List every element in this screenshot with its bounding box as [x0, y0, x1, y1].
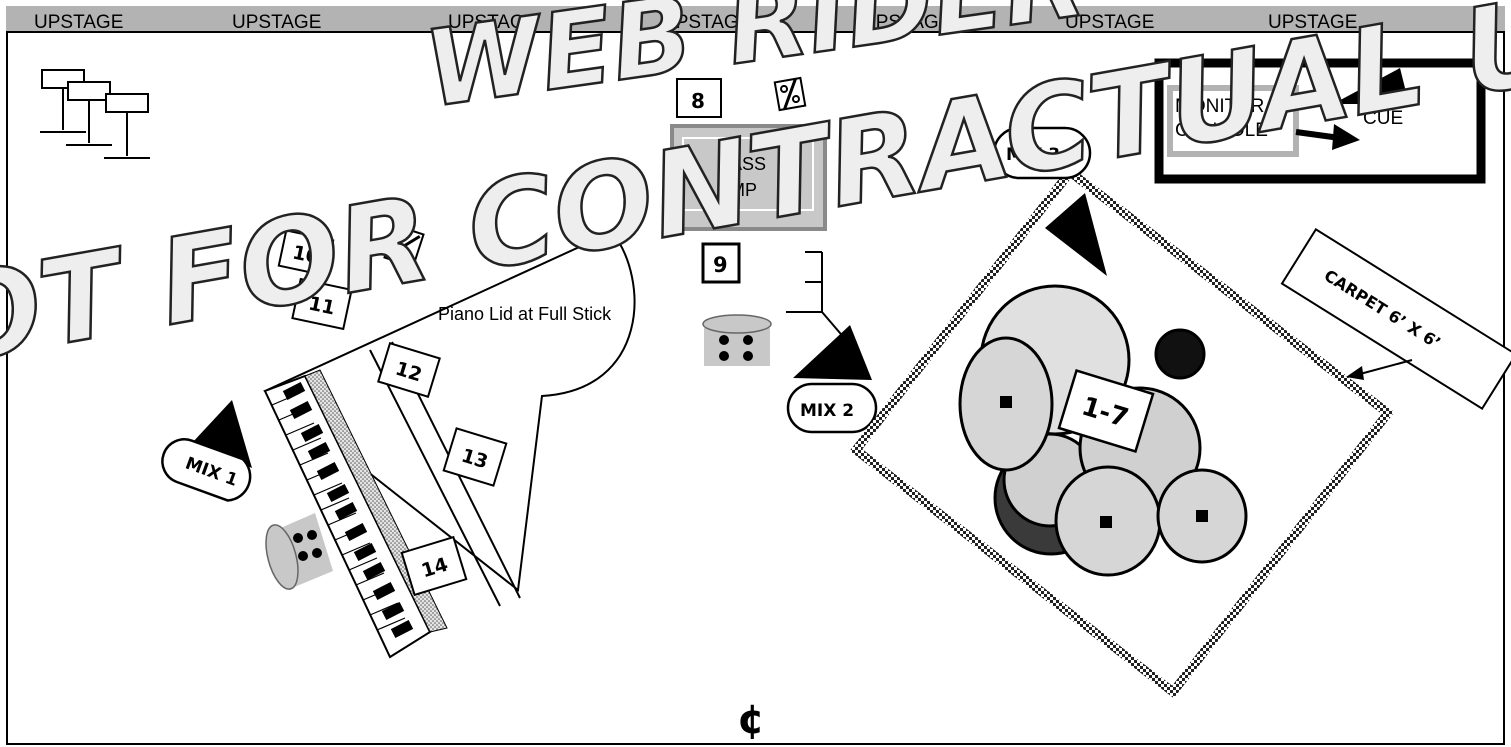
upstage-label: UPSTAGE [34, 12, 123, 33]
mix-3-wedge-icon [1045, 193, 1107, 276]
input-9: 9 [701, 242, 741, 284]
piano-lid-note: Piano Lid at Full Stick [438, 304, 612, 324]
mix-2-tag: MIX 2 [786, 382, 878, 434]
centerline-mark: ¢ [737, 697, 765, 743]
input-11-label: 11 [307, 292, 337, 319]
mix-1-wedge-icon [192, 400, 252, 468]
music-stands-icon [40, 69, 150, 159]
di-box-icon [773, 76, 807, 112]
mic-clip-icon [1100, 516, 1112, 528]
upstage-label: UPSTAGE [1268, 12, 1357, 33]
upstage-band [6, 6, 1505, 33]
mix-2-label: MIX 2 [800, 401, 854, 421]
input-8-label: 8 [691, 89, 705, 113]
bass-amp-label-2: AMP [718, 180, 757, 200]
di-box-icon [383, 223, 425, 269]
mic-clip-icon [1000, 396, 1012, 408]
input-13: 13 [442, 427, 508, 487]
mix-2-wedge-icon [793, 325, 872, 380]
mic-stand-icon [786, 251, 847, 341]
upstage-label: UPSTAGE [862, 12, 951, 33]
input-11: 11 [291, 277, 353, 331]
monitor-console-label-1: MONITOR [1175, 96, 1264, 117]
upstage-label: UPSTAGE [232, 12, 321, 33]
mix-1-tag: MIX 1 [161, 438, 252, 502]
upstage-label: UPSTAGE [448, 12, 537, 33]
stool-icon [702, 314, 772, 366]
bass-amp-label-1: BASS [718, 154, 766, 174]
input-14: 14 [400, 535, 468, 597]
input-10: 10 [277, 229, 335, 277]
upstage-labels: UPSTAGE UPSTAGE UPSTAGE UPSTAGE UPSTAGE … [34, 12, 1357, 33]
cue-label: CUE [1363, 108, 1403, 129]
input-8: 8 [676, 78, 722, 118]
input-12: 12 [377, 342, 441, 398]
carpet-arrowhead [1346, 366, 1364, 380]
mix-3-tag: MIX 3 [992, 126, 1092, 180]
stool-icon [265, 513, 333, 590]
mic-clip-icon [1196, 510, 1208, 522]
upstage-label: UPSTAGE [1065, 12, 1154, 33]
upstage-label: UPSTAGE [662, 12, 751, 33]
monitor-console-label-2: CONSOLE [1175, 120, 1268, 141]
cue-wedge-icon [1333, 68, 1409, 104]
carpet-arrow [1359, 359, 1413, 375]
input-1-7: 1-7 [1057, 369, 1155, 453]
input-9-label: 9 [713, 253, 728, 277]
bass-amp: BASS AMP [670, 124, 827, 231]
monitor-console-area: MONITOR CONSOLE CUE [1154, 58, 1486, 184]
input-10-label: 10 [291, 241, 321, 268]
mix-3-label: MIX 3 [1006, 145, 1060, 165]
